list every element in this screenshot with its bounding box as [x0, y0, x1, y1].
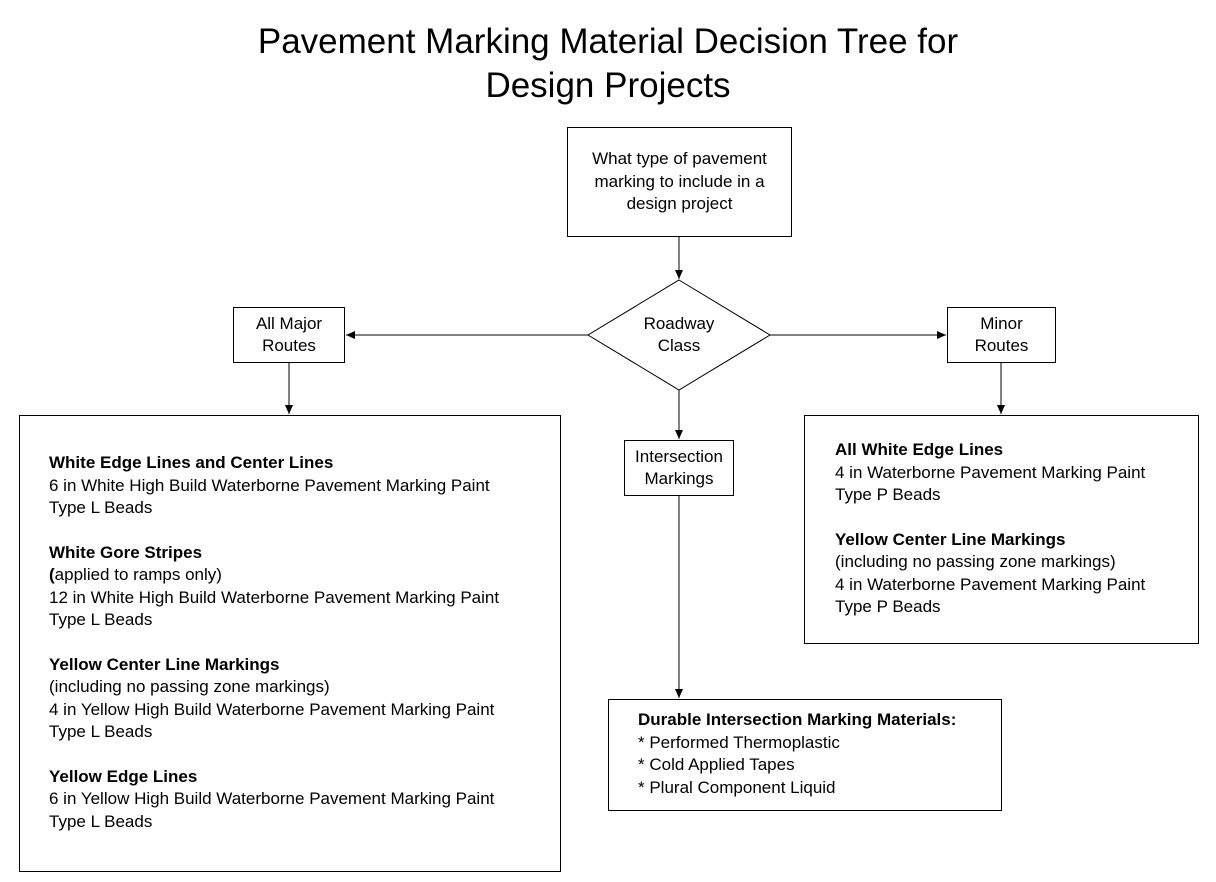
intersection-line-2: Markings	[644, 469, 714, 488]
durable-item: * Cold Applied Tapes	[638, 755, 795, 774]
minor-routes-box: Minor Routes	[947, 307, 1056, 363]
major-section-yellow-center: Yellow Center Line Markings (including n…	[49, 654, 560, 744]
major-routes-box: All Major Routes	[233, 307, 345, 363]
section-line: 4 in Yellow High Build Waterborne Paveme…	[49, 699, 495, 719]
decision-line-1: Roadway	[643, 313, 715, 333]
major-routes-line-2: Routes	[262, 336, 316, 355]
section-note: (including no passing zone markings)	[835, 552, 1116, 571]
section-heading: White Gore Stripes	[49, 542, 203, 562]
section-heading: Yellow Center Line Markings	[835, 529, 1066, 549]
start-box: What type of pavement marking to include…	[567, 127, 792, 237]
durable-heading: Durable Intersection Marking Materials:	[638, 710, 957, 729]
start-line-1: What type of pavement	[592, 149, 767, 169]
section-heading: Yellow Center Line Markings	[49, 654, 280, 674]
section-note-bold: (	[49, 565, 55, 584]
diagram-title: Pavement Marking Material Decision Tree …	[0, 20, 1216, 108]
section-heading: All White Edge Lines	[835, 440, 1004, 459]
start-line-2: marking to include in a	[594, 171, 765, 191]
section-line: Type P Beads	[835, 485, 941, 504]
durable-item: * Plural Component Liquid	[638, 777, 836, 797]
durable-materials-box: Durable Intersection Marking Materials: …	[608, 699, 1002, 811]
major-section-white-edge-center: White Edge Lines and Center Lines 6 in W…	[49, 452, 560, 520]
section-line: 4 in Waterborne Pavement Marking Paint	[835, 574, 1146, 594]
durable-section: Durable Intersection Marking Materials: …	[638, 709, 1001, 799]
section-line: Type L Beads	[49, 811, 153, 831]
minor-details-box: All White Edge Lines 4 in Waterborne Pav…	[804, 415, 1199, 644]
section-heading: White Edge Lines and Center Lines	[49, 453, 334, 472]
title-line-2: Design Projects	[485, 66, 731, 105]
start-line-3: design project	[626, 194, 733, 214]
minor-routes-line-1: Minor	[980, 313, 1023, 333]
decision-label: Roadway Class	[588, 280, 770, 390]
section-heading: Yellow Edge Lines	[49, 766, 198, 786]
intersection-box: Intersection Markings	[624, 440, 734, 496]
section-line: 6 in White High Build Waterborne Pavemen…	[49, 475, 490, 495]
section-note-text: applied to ramps only)	[54, 565, 222, 584]
minor-routes-line-2: Routes	[974, 336, 1029, 355]
minor-section-white-edge: All White Edge Lines 4 in Waterborne Pav…	[835, 439, 1198, 507]
intersection-line-1: Intersection	[635, 446, 723, 466]
minor-section-yellow-center: Yellow Center Line Markings (including n…	[835, 529, 1198, 619]
durable-item: * Performed Thermoplastic	[638, 732, 840, 752]
section-line: Type L Beads	[49, 610, 153, 629]
section-line: 4 in Waterborne Pavement Marking Paint	[835, 462, 1146, 482]
section-line: 6 in Yellow High Build Waterborne Paveme…	[49, 789, 495, 808]
section-line: Type L Beads	[49, 498, 153, 517]
section-line: Type P Beads	[835, 597, 941, 616]
decision-line-2: Class	[657, 336, 701, 355]
title-line-1: Pavement Marking Material Decision Tree …	[257, 22, 959, 61]
major-routes-line-1: All Major	[255, 313, 323, 333]
section-note: (including no passing zone markings)	[49, 677, 330, 696]
major-section-yellow-edge: Yellow Edge Lines 6 in Yellow High Build…	[49, 766, 560, 834]
section-line: Type L Beads	[49, 722, 153, 741]
major-details-box: White Edge Lines and Center Lines 6 in W…	[19, 415, 561, 872]
section-line: 12 in White High Build Waterborne Paveme…	[49, 587, 500, 607]
section-note: (applied to ramps only)	[49, 564, 560, 587]
major-section-white-gore: White Gore Stripes (applied to ramps onl…	[49, 542, 560, 632]
